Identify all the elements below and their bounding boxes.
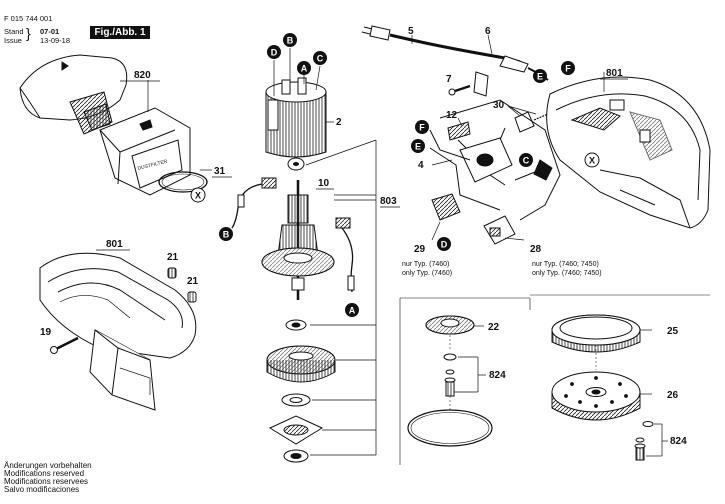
marker-x-left xyxy=(190,187,206,203)
label-820: 820 xyxy=(134,70,151,81)
marker-f-top xyxy=(561,61,575,75)
svg-text:F: F xyxy=(565,64,571,74)
svg-text:A: A xyxy=(349,306,356,316)
marker-f-mid xyxy=(415,120,429,134)
bracket-803 xyxy=(305,139,377,456)
svg-text:E: E xyxy=(537,72,543,82)
letter-markers: D B A C B A F E F E C D xyxy=(219,33,575,317)
note-only-typ-7460: only Typ. (7460) xyxy=(402,270,452,277)
footer-line-de: Änderungen vorbehalten xyxy=(4,461,92,470)
marker-x-right xyxy=(584,152,600,168)
label-801-right: 801 xyxy=(606,68,623,79)
electronics-drawing xyxy=(429,99,561,245)
type-notes: nur Typ. (7460) only Typ. (7460) nur Typ… xyxy=(402,261,602,277)
label-7: 7 xyxy=(446,74,452,85)
dust-box-drawing xyxy=(19,54,191,196)
label-824b: 824 xyxy=(670,436,687,447)
marker-a-right xyxy=(345,303,359,317)
label-5: 5 xyxy=(408,26,414,37)
figure-label: Fig./Abb. 1 xyxy=(90,26,150,39)
marker-e-top xyxy=(533,69,547,83)
footer-line-fr: Modifications reservees xyxy=(4,477,89,486)
label-21b: 21 xyxy=(187,276,199,287)
label-22: 22 xyxy=(488,322,500,333)
svg-text:E: E xyxy=(415,142,421,152)
label-801-left: 801 xyxy=(106,239,123,250)
issue-value: 13-09-18 xyxy=(40,36,71,45)
seal-ring xyxy=(158,171,208,193)
marker-d-top xyxy=(267,45,281,59)
footer-line-en: Modifications reserved xyxy=(4,469,85,478)
marker-e-mid xyxy=(411,139,425,153)
document-number: F 015 744 001 xyxy=(4,14,53,23)
field-coil-drawing xyxy=(265,77,327,158)
stand-value: 07-01 xyxy=(40,27,60,36)
marker-c-top xyxy=(313,51,327,65)
part-labels: 820 31 801 21 21 19 2 10 803 5 6 7 30 12… xyxy=(40,26,687,447)
screw-21b xyxy=(187,291,197,303)
svg-text:X: X xyxy=(589,156,595,166)
label-29: 29 xyxy=(414,244,426,255)
marker-b-top xyxy=(283,33,297,47)
label-28: 28 xyxy=(530,244,542,255)
switch-button xyxy=(514,111,549,133)
brace: } xyxy=(26,25,31,41)
lower-housing-drawing xyxy=(39,252,197,411)
note-only-typ-7460-7450: only Typ. (7460; 7450) xyxy=(532,270,602,277)
brush-holder-left xyxy=(231,177,277,229)
fan-and-bearings xyxy=(266,319,336,463)
label-10: 10 xyxy=(318,178,330,189)
stand-label: Stand xyxy=(4,27,24,36)
svg-text:C: C xyxy=(317,54,324,64)
svg-text:C: C xyxy=(523,156,530,166)
footer-line-es: Salvo modificaciones xyxy=(4,485,80,494)
label-25: 25 xyxy=(667,326,679,337)
label-2: 2 xyxy=(336,117,342,128)
screw-19 xyxy=(53,336,79,352)
separator-lines xyxy=(399,294,710,465)
svg-text:A: A xyxy=(301,64,308,74)
marker-a-top xyxy=(297,61,311,75)
svg-text:B: B xyxy=(287,36,294,46)
screws-824b xyxy=(634,421,654,461)
label-21a: 21 xyxy=(167,252,179,263)
note-nur-typ-7460-7450: nur Typ. (7460; 7450) xyxy=(532,261,599,268)
svg-text:F: F xyxy=(419,123,425,133)
svg-text:D: D xyxy=(271,48,278,58)
marker-c-mid xyxy=(519,153,533,167)
label-12: 12 xyxy=(446,110,458,121)
marker-b-left xyxy=(219,227,233,241)
label-824a: 824 xyxy=(489,370,506,381)
note-nur-typ-7460: nur Typ. (7460) xyxy=(402,261,449,268)
svg-text:X: X xyxy=(195,191,201,201)
label-6: 6 xyxy=(485,26,491,37)
brush-holder-right xyxy=(335,217,355,293)
screw-21a xyxy=(167,267,177,279)
armature-drawing xyxy=(261,180,335,300)
pad-26-drawing xyxy=(551,371,641,421)
label-803: 803 xyxy=(380,196,397,207)
upper-housing-drawing xyxy=(546,76,711,229)
cable-clamp xyxy=(448,71,489,97)
pad-22-drawing xyxy=(407,315,493,447)
label-30: 30 xyxy=(493,100,505,111)
issue-label: Issue xyxy=(4,36,22,45)
svg-text:D: D xyxy=(441,240,448,250)
label-4: 4 xyxy=(418,160,424,171)
label-26: 26 xyxy=(667,390,679,401)
label-31: 31 xyxy=(214,166,226,177)
marker-d-bottom xyxy=(437,237,451,251)
svg-text:B: B xyxy=(223,230,230,240)
label-19: 19 xyxy=(40,327,52,338)
power-cable-drawing xyxy=(361,25,549,81)
